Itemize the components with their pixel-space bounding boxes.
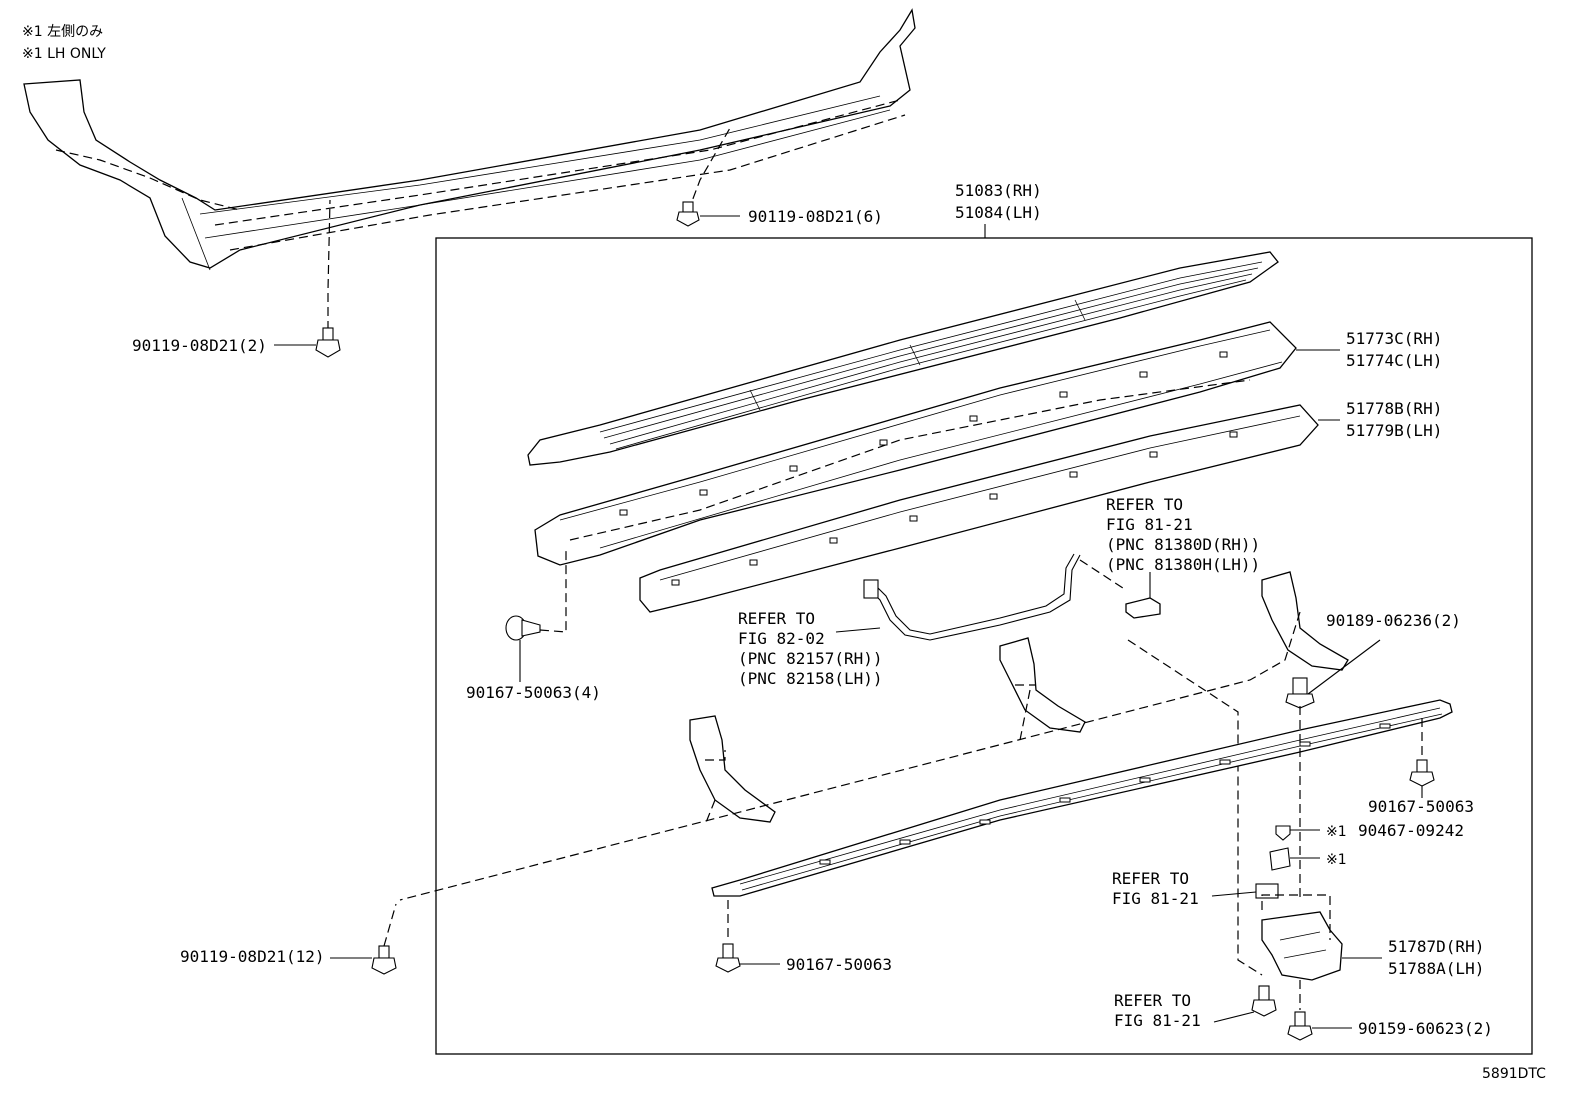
- bolt-icon: [1287, 1011, 1313, 1041]
- step-board-lower: [639, 404, 1319, 613]
- label-51787d-rh: 51787D(RH): [1388, 937, 1484, 956]
- assembly-frame: [435, 237, 1533, 1055]
- label-51779b-lh: 51779B(LH): [1346, 421, 1442, 440]
- label-90467-09242: 90467-09242: [1358, 821, 1464, 840]
- label-51788a-lh: 51788A(LH): [1388, 959, 1484, 978]
- label-90159-60623-2: 90159-60623(2): [1358, 1019, 1493, 1038]
- bracket-middle: [999, 637, 1086, 733]
- mark-1-clip: ※1: [1326, 824, 1347, 840]
- screw-icon: [1251, 985, 1277, 1017]
- label-90119-08d21-12: 90119-08D21(12): [180, 947, 325, 966]
- nut-icon: [1269, 847, 1291, 871]
- label-51084-lh: 51084(LH): [955, 203, 1042, 222]
- wire-harness: [863, 553, 1127, 641]
- label-51778b-rh: 51778B(RH): [1346, 399, 1442, 418]
- bracket-right: [1261, 571, 1349, 671]
- refer-to-81-21-b-line2: FIG 81-21: [1112, 889, 1199, 908]
- label-51774c-lh: 51774C(LH): [1346, 351, 1442, 370]
- clip-icon: [505, 615, 541, 641]
- bolt-icon: [371, 945, 397, 975]
- mark-1-nut: ※1: [1326, 852, 1347, 868]
- refer-to-82-02-line3: (PNC 82157(RH)): [738, 649, 883, 668]
- label-90167-50063-right: 90167-50063: [1368, 797, 1474, 816]
- step-cover: [527, 251, 1279, 466]
- label-90119-08d21-2: 90119-08D21(2): [132, 336, 267, 355]
- clip-icon: [1275, 825, 1291, 841]
- note-lh-only-jp: ※1 左側のみ: [22, 24, 103, 40]
- bolt-icon: [676, 201, 700, 227]
- drawing-code: 5891DTC: [1482, 1066, 1546, 1082]
- refer-to-81-21-b-line1: REFER TO: [1112, 869, 1189, 888]
- label-90167-50063-bottom: 90167-50063: [786, 955, 892, 974]
- label-51083-rh: 51083(RH): [955, 181, 1042, 200]
- refer-to-81-21-a-line4: (PNC 81380H(LH)): [1106, 555, 1260, 574]
- refer-to-82-02-line1: REFER TO: [738, 609, 815, 628]
- refer-to-81-21-a-line3: (PNC 81380D(RH)): [1106, 535, 1260, 554]
- refer-to-81-21-a-line2: FIG 81-21: [1106, 515, 1193, 534]
- side-rail: [711, 699, 1453, 897]
- wire-clip-icon: [1125, 597, 1161, 619]
- label-51773c-rh: 51773C(RH): [1346, 329, 1442, 348]
- clip-icon: [1255, 883, 1279, 899]
- note-lh-only-en: ※1 LH ONLY: [22, 46, 106, 62]
- bracket-left: [689, 715, 776, 823]
- screw-icon: [1409, 759, 1435, 787]
- refer-to-82-02-line2: FIG 82-02: [738, 629, 825, 648]
- refer-to-81-21-c-line1: REFER TO: [1114, 991, 1191, 1010]
- step-board-upper: [534, 321, 1297, 566]
- refer-to-81-21-a-line1: REFER TO: [1106, 495, 1183, 514]
- label-90119-08d21-6: 90119-08D21(6): [748, 207, 883, 226]
- bolt-icon: [315, 327, 341, 358]
- rocker-panel: [23, 8, 916, 271]
- label-90189-06236-2: 90189-06236(2): [1326, 611, 1461, 630]
- refer-to-81-21-c-line2: FIG 81-21: [1114, 1011, 1201, 1030]
- refer-to-82-02-line4: (PNC 82158(LH)): [738, 669, 883, 688]
- step-bracket: [1261, 911, 1343, 981]
- screw-icon: [715, 943, 741, 973]
- label-90167-50063-4: 90167-50063(4): [466, 683, 601, 702]
